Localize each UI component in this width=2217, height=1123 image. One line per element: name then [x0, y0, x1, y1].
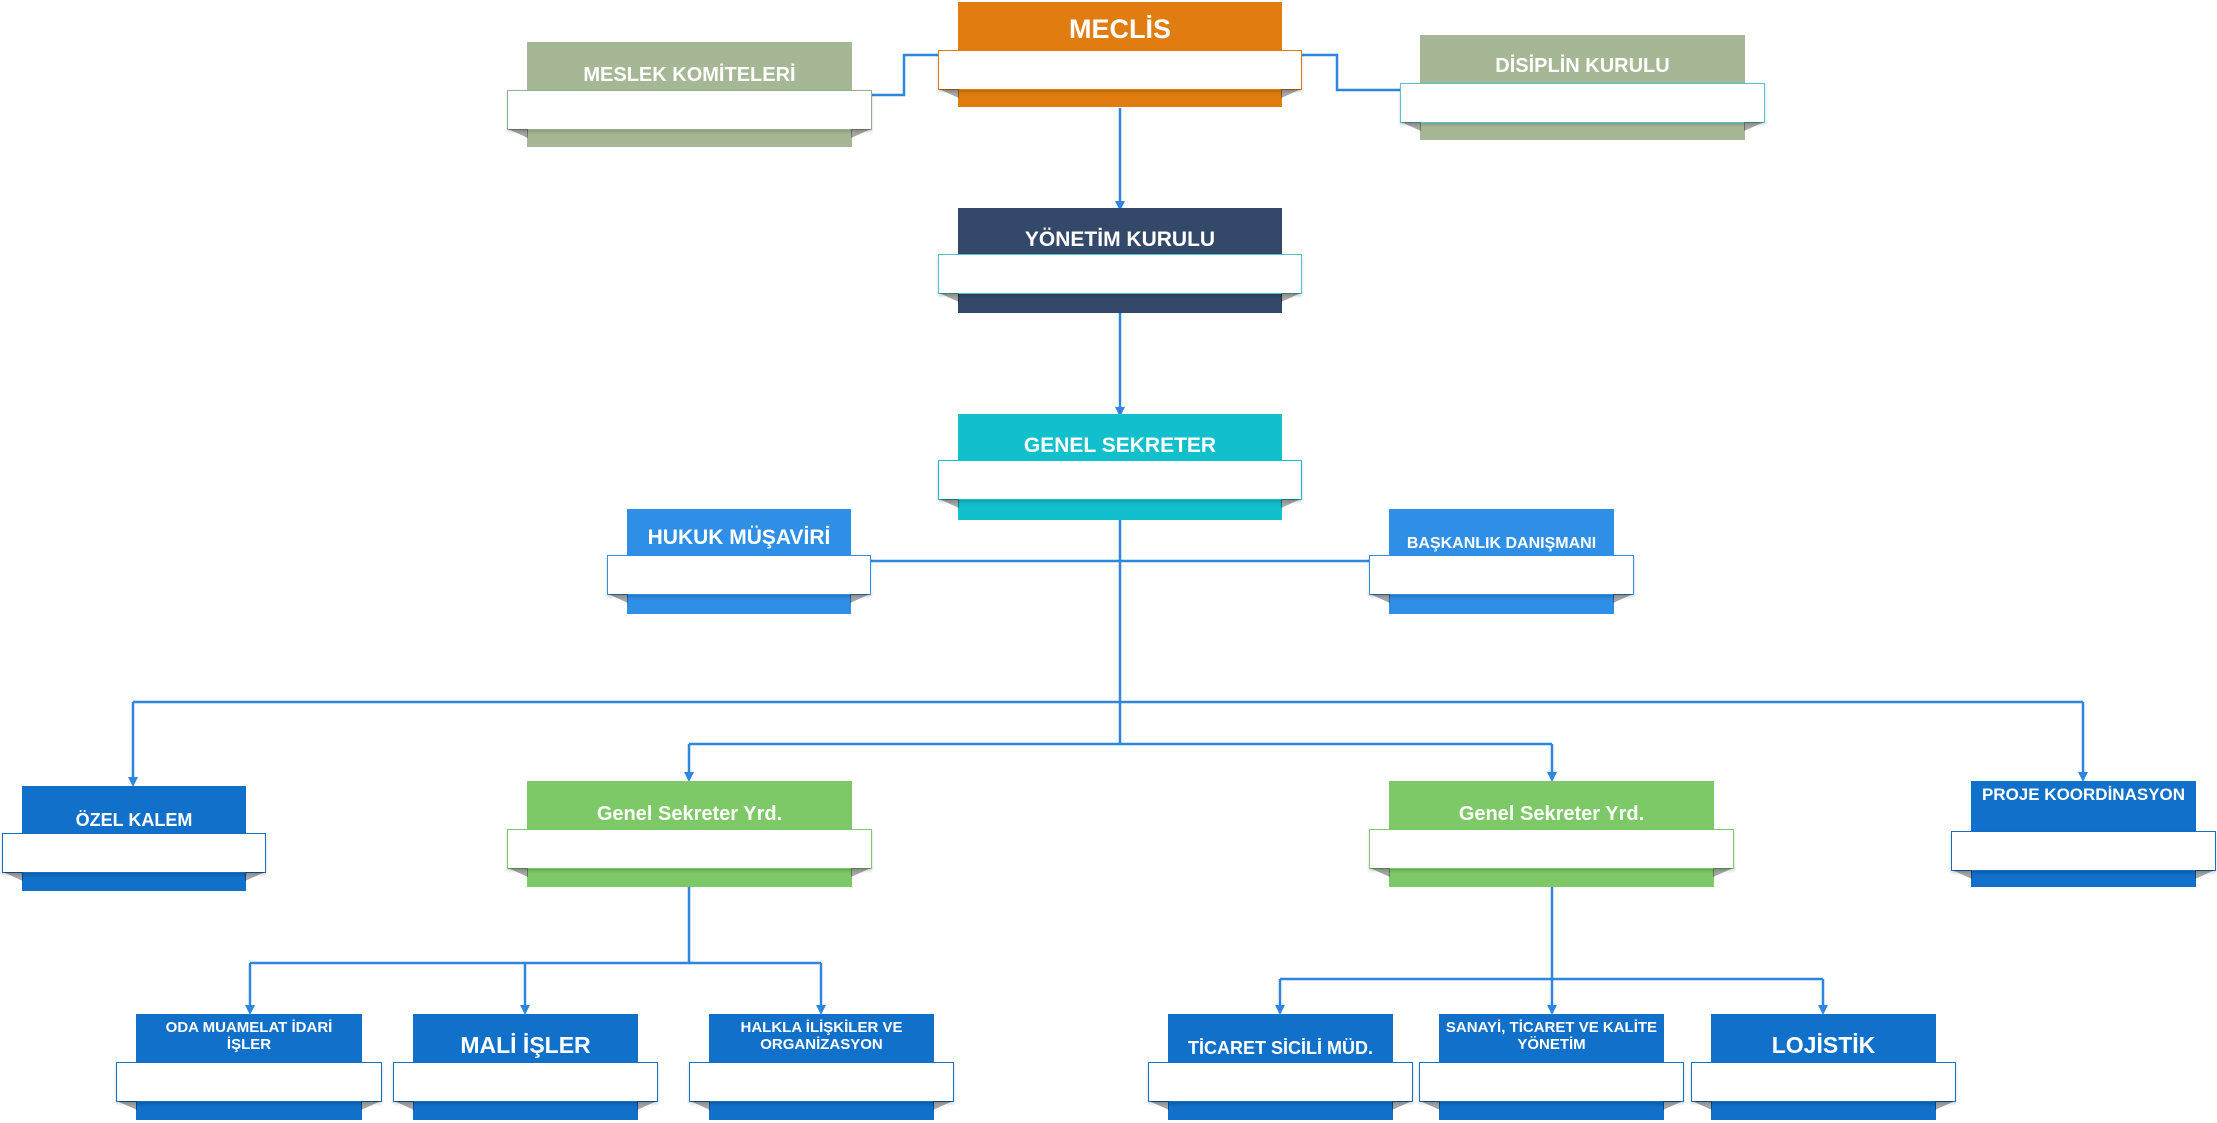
gs-yardimcisi-2-name-band [1369, 829, 1734, 877]
proje-koordinasyon-box: PROJE KOORDİNASYON [1951, 781, 2216, 887]
disiplin-kurulu-name-band [1400, 83, 1765, 131]
meslek-komiteleri-box: MESLEK KOMİTELERİ [507, 42, 872, 147]
halkla-iliskiler-name-band [689, 1062, 954, 1110]
mali-isler-name-band [393, 1062, 658, 1110]
yonetim-kurulu-name-band [938, 254, 1302, 302]
ozel-kalem-box: ÖZEL KALEM [2, 786, 266, 891]
oda-muamelat-box: ODA MUAMELAT İDARİ İŞLER [116, 1014, 382, 1120]
ticaret-sicili-name-band [1148, 1062, 1413, 1110]
meslek-komiteleri-name-band [507, 90, 872, 138]
baskanlik-danismani-box: BAŞKANLIK DANIŞMANI [1369, 509, 1634, 614]
line-gs-yrd-1-down [250, 887, 691, 965]
yonetim-kurulu-box: YÖNETİM KURULU [938, 208, 1302, 313]
line-meclis-meslek-komiteleri [870, 53, 939, 97]
baskanlik-danismani-name-band [1369, 555, 1634, 603]
ticaret-sicili-box: TİCARET SİCİLİ MÜD. [1148, 1014, 1413, 1120]
gs-yardimcisi-2-box: Genel Sekreter Yrd. [1369, 781, 1734, 887]
genel-sekreter-box: GENEL SEKRETER [938, 414, 1302, 520]
disiplin-kurulu-box: DİSİPLİN KURULU [1400, 35, 1765, 140]
sanayi-ticaret-kalite-box: SANAYİ, TİCARET VE KALİTE YÖNETİM [1419, 1014, 1684, 1120]
meclis-name-band [938, 50, 1302, 98]
sanayi-ticaret-kalite-name-band [1419, 1062, 1684, 1110]
lojistik-name-band [1691, 1062, 1956, 1110]
gs-yardimcisi-1-box: Genel Sekreter Yrd. [507, 781, 872, 887]
lojistik-box: LOJİSTİK [1691, 1014, 1956, 1120]
mali-isler-box: MALİ İŞLER [393, 1014, 658, 1120]
hukuk-musaviri-name-band [607, 555, 871, 603]
genel-sekreter-name-band [938, 460, 1302, 508]
halkla-iliskiler-box: HALKLA İLİŞKİLER VE ORGANİZASYON [689, 1014, 954, 1120]
meclis-box: MECLİS [938, 2, 1302, 107]
ozel-kalem-name-band [2, 833, 266, 881]
oda-muamelat-name-band [116, 1062, 382, 1110]
gs-yardimcisi-1-name-band [507, 829, 872, 877]
proje-koordinasyon-name-band [1951, 831, 2216, 879]
hukuk-musaviri-box: HUKUK MÜŞAVİRİ [607, 509, 871, 614]
line-meclis-disiplin-kurulu [1302, 53, 1402, 92]
